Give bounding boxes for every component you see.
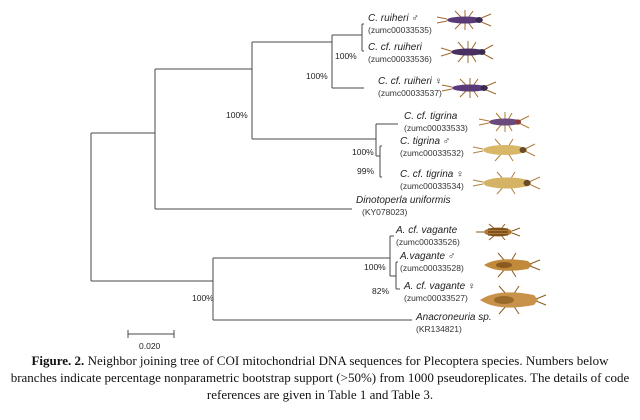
taxon-name: Anacroneuria sp. xyxy=(415,312,492,323)
stonefly-specimen-image xyxy=(472,171,541,195)
bootstrap-value: 100% xyxy=(364,262,386,272)
taxon-name: C. tigrina ♂ xyxy=(400,136,450,147)
caption-text: Neighbor joining tree of COI mitochondri… xyxy=(10,353,630,402)
taxon-name: C. cf. ruiheri xyxy=(368,42,423,53)
bootstrap-value: 100% xyxy=(226,110,248,120)
taxon-name: A. cf. vagante xyxy=(395,225,458,236)
caption-label: Figure. 2. xyxy=(31,353,85,368)
bootstrap-value: 100% xyxy=(352,147,374,157)
stonefly-specimen-image xyxy=(436,10,492,30)
stonefly-specimen-image xyxy=(476,223,521,241)
taxon-name: C. cf. ruiheri ♀ xyxy=(378,76,442,87)
taxon-name: C. cf. tigrina xyxy=(404,111,458,122)
stonefly-specimen-image xyxy=(440,41,494,63)
scale-bar: 0.020 xyxy=(127,330,175,350)
stonefly-specimen-image xyxy=(441,78,497,98)
taxon-name: Dinotoperla uniformis xyxy=(356,195,451,206)
taxon-code: (zumc00033535) xyxy=(368,25,432,35)
taxon-labels: C. ruiheri ♂ (zumc00033535) C. cf. ruihe… xyxy=(356,13,492,334)
taxon-code: (zumc00033536) xyxy=(368,54,432,64)
stonefly-specimen-image xyxy=(480,285,547,315)
taxon-code: (zumc00033532) xyxy=(400,148,464,158)
stonefly-specimen-image xyxy=(484,252,541,278)
figure-caption: Figure. 2. Neighbor joining tree of COI … xyxy=(10,352,630,403)
taxon-name: A. cf. vagante ♀ xyxy=(403,281,475,292)
taxon-code: (zumc00033526) xyxy=(396,237,460,247)
scale-bar-label: 0.020 xyxy=(139,341,161,350)
taxon-name: C. cf. tigrina ♀ xyxy=(400,169,464,180)
bootstrap-values: 100% 100% 100% 100% 99% 100% 82% 100% xyxy=(192,51,389,303)
tree-branches xyxy=(90,23,412,321)
bootstrap-value: 100% xyxy=(192,293,214,303)
taxon-code: (KY078023) xyxy=(362,207,408,217)
taxon-code: (zumc00033534) xyxy=(400,181,464,191)
stonefly-specimen-image xyxy=(472,138,536,162)
taxon-name: A.vagante ♂ xyxy=(399,251,455,262)
bootstrap-value: 82% xyxy=(372,286,389,296)
stonefly-specimen-image xyxy=(478,112,530,132)
bootstrap-value: 99% xyxy=(357,166,374,176)
specimen-images xyxy=(436,10,547,315)
taxon-code: (zumc00033537) xyxy=(378,88,442,98)
taxon-code: (KR134821) xyxy=(416,324,462,334)
taxon-code: (zumc00033533) xyxy=(404,123,468,133)
phylogenetic-tree-figure: C. ruiheri ♂ (zumc00033535) C. cf. ruihe… xyxy=(90,10,547,350)
taxon-name: C. ruiheri ♂ xyxy=(368,13,419,24)
bootstrap-value: 100% xyxy=(335,51,357,61)
taxon-code: (zumc00033527) xyxy=(404,293,468,303)
taxon-code: (zumc00033528) xyxy=(400,263,464,273)
bootstrap-value: 100% xyxy=(306,71,328,81)
